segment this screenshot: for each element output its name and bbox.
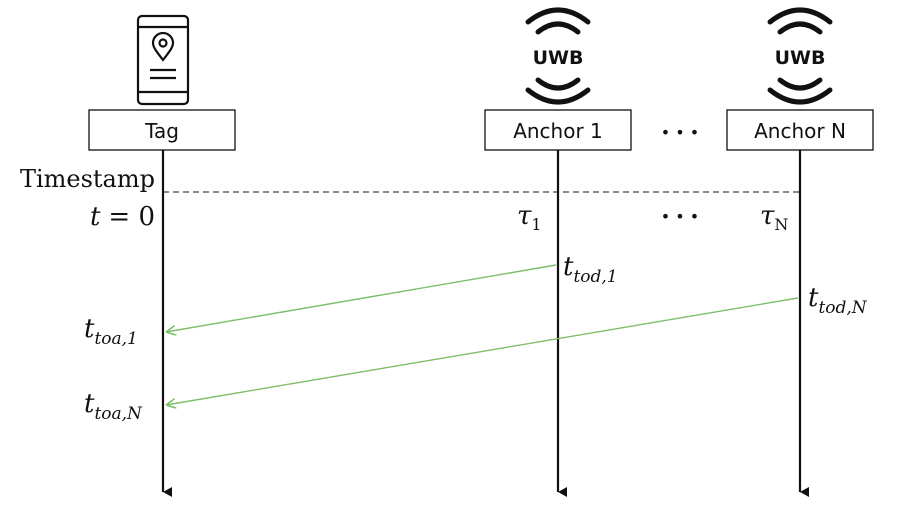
message-arrow-anchor-n — [166, 297, 799, 405]
tau-n-label: τN — [760, 201, 788, 234]
tag-box: Tag — [88, 109, 236, 151]
uwb-icon-label: UWB — [533, 47, 584, 69]
toa-1-label: ttoa,1 — [84, 314, 138, 349]
timestamp-label: Timestamp — [20, 165, 155, 193]
uwb-signal-icon — [767, 7, 833, 105]
uwb-icon-label: UWB — [775, 47, 826, 69]
tod-1-label: ttod,1 — [563, 252, 618, 287]
message-arrow-anchor-1 — [166, 264, 557, 332]
anchor-1-box: Anchor 1 — [484, 109, 632, 151]
anchor-n-label: Anchor N — [754, 119, 846, 143]
tau-ellipsis: • • • — [661, 207, 699, 226]
uwb-signal-icon — [525, 7, 591, 105]
tau-1-label: τ1 — [517, 201, 542, 234]
tod-n-label: ttod,N — [808, 283, 868, 318]
anchor-ellipsis: • • • — [661, 123, 699, 142]
t-zero-label: t= 0 — [90, 202, 155, 232]
phone-location-icon — [136, 14, 190, 106]
anchor-1-label: Anchor 1 — [513, 119, 603, 143]
tag-label: Tag — [144, 119, 179, 143]
anchor-n-box: Anchor N — [726, 109, 874, 151]
toa-n-label: ttoa,N — [84, 389, 143, 424]
